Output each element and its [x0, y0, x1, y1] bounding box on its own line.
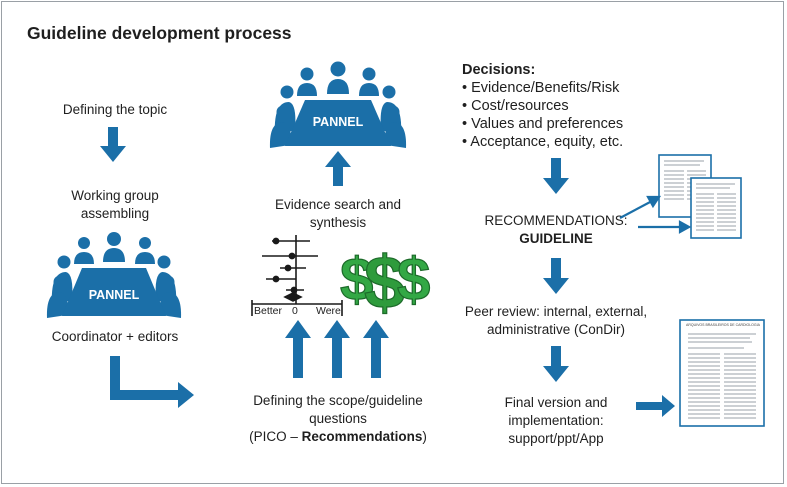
scope-line2: questions	[309, 411, 367, 426]
final-line3: support/ppt/App	[508, 431, 604, 446]
step-working-group-line1: Working group	[71, 188, 159, 203]
forest-label-zero: 0	[292, 305, 298, 317]
decisions-item-4: • Acceptance, equity, etc.	[462, 134, 624, 150]
peer-review-line2: administrative (ConDir)	[486, 322, 626, 337]
forest-label-worse: Were	[316, 305, 341, 317]
decisions-item-3: • Values and preferences	[462, 116, 624, 132]
svg-text:$: $	[397, 246, 430, 313]
scope-line3-prefix: (PICO –	[249, 429, 302, 444]
scope-line3-suffix: )	[422, 429, 427, 444]
forest-label-better: Better	[254, 305, 283, 317]
recommendations-line1: RECOMMENDATIONS:	[484, 213, 628, 228]
scope-line3-bold: Recommendations	[301, 429, 423, 444]
svg-text:$: $	[340, 246, 373, 313]
decisions-item-2: • Cost/resources	[462, 98, 569, 114]
step-defining-topic: Defining the topic	[62, 102, 168, 117]
scope-line3: (PICO – Recommendations)	[230, 428, 446, 445]
final-line2: implementation:	[508, 413, 604, 428]
scope-line1: Defining the scope/guideline	[253, 393, 423, 408]
peer-review-line1: Peer review: internal, external,	[464, 304, 648, 319]
step-working-group-line2: assembling	[80, 206, 150, 221]
page-title: Guideline development process	[27, 23, 292, 43]
final-line1: Final version and	[504, 395, 608, 410]
evidence-line2: synthesis	[309, 215, 367, 230]
evidence-line1: Evidence search and	[274, 197, 402, 212]
journal-header: ARQUIVOS BRASILEIROS DE CARDIOLOGIA	[686, 323, 760, 327]
step-coordinator-editors: Coordinator + editors	[51, 329, 179, 344]
decisions-title: Decisions:	[462, 62, 536, 78]
panel-label-top: PANNEL	[312, 115, 364, 129]
panel-label-left: PANNEL	[88, 288, 140, 302]
svg-text:$: $	[364, 241, 405, 324]
recommendations-line2: GUIDELINE	[519, 231, 593, 246]
decisions-item-1: • Evidence/Benefits/Risk	[462, 80, 620, 96]
